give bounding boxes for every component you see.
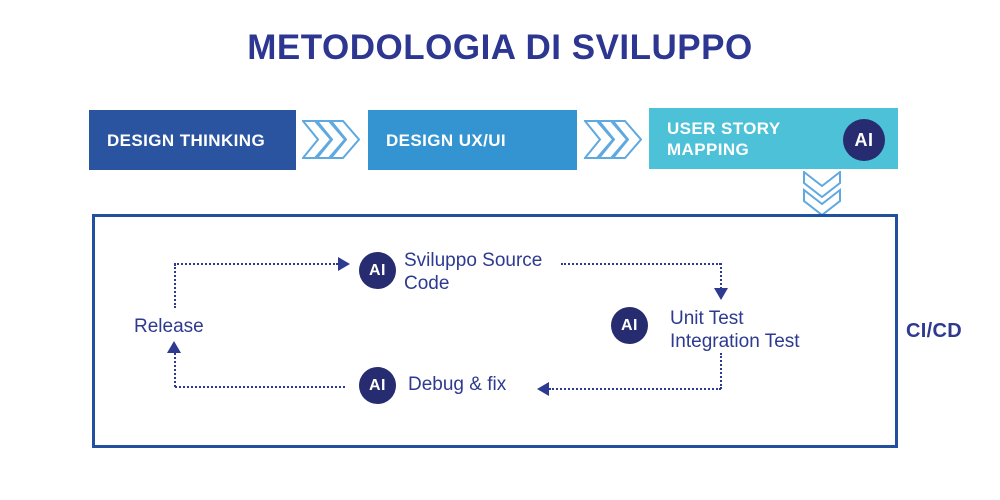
node-debug-label: Debug & fix: [408, 374, 507, 395]
step-design-ux-ui-label: DESIGN UX/UI: [386, 130, 507, 150]
connector-test-to-debug: [720, 353, 722, 389]
connector-release-to-source: [174, 263, 338, 265]
node-unit-integration-test: Unit Test Integration Test: [670, 307, 800, 353]
step-design-thinking-label: DESIGN THINKING: [107, 130, 266, 150]
arrowhead-up-icon: [167, 341, 181, 353]
node-test-line2: Integration Test: [670, 331, 800, 352]
chevron-right-icon: [584, 120, 642, 159]
ai-badge-label: AI: [854, 129, 874, 150]
ai-badge-label: AI: [369, 376, 386, 394]
step-design-ux-ui: DESIGN UX/UI: [368, 110, 577, 170]
ai-badge: AI: [843, 119, 885, 161]
arrowhead-down-icon: [714, 288, 728, 300]
connector-debug-to-release: [174, 353, 176, 387]
chevron-right-icon: [302, 120, 360, 159]
connector-source-to-test: [720, 263, 722, 289]
node-debug-fix: Debug & fix: [408, 373, 506, 396]
arrowhead-right-icon: [338, 257, 350, 271]
ai-badge-label: AI: [621, 316, 638, 334]
node-test-line1: Unit Test: [670, 308, 744, 329]
cicd-frame: [92, 214, 898, 448]
node-sviluppo-line1: Sviluppo Source: [404, 250, 543, 271]
step-user-story-mapping-line2: MAPPING: [667, 139, 750, 159]
node-sviluppo-line2: Code: [404, 273, 450, 294]
step-user-story-mapping-line1: USER STORY: [667, 118, 781, 138]
ai-badge: AI: [611, 307, 648, 344]
connector-release-to-source: [174, 264, 176, 308]
step-user-story-mapping-label: USER STORY MAPPING: [667, 118, 781, 160]
node-release: Release: [134, 315, 204, 338]
ai-badge: AI: [359, 252, 396, 289]
connector-source-to-test: [561, 263, 721, 265]
ai-badge: AI: [359, 367, 396, 404]
arrowhead-left-icon: [537, 382, 549, 396]
connector-debug-to-release: [175, 386, 345, 388]
step-design-thinking: DESIGN THINKING: [89, 110, 296, 170]
chevron-down-icon: [803, 171, 841, 217]
node-sviluppo-source-code: Sviluppo Source Code: [404, 249, 542, 295]
node-release-label: Release: [134, 316, 204, 337]
cicd-label: CI/CD: [906, 320, 962, 342]
ai-badge-label: AI: [369, 261, 386, 279]
connector-test-to-debug: [549, 388, 721, 390]
page-title: METODOLOGIA DI SVILUPPO: [247, 28, 753, 67]
